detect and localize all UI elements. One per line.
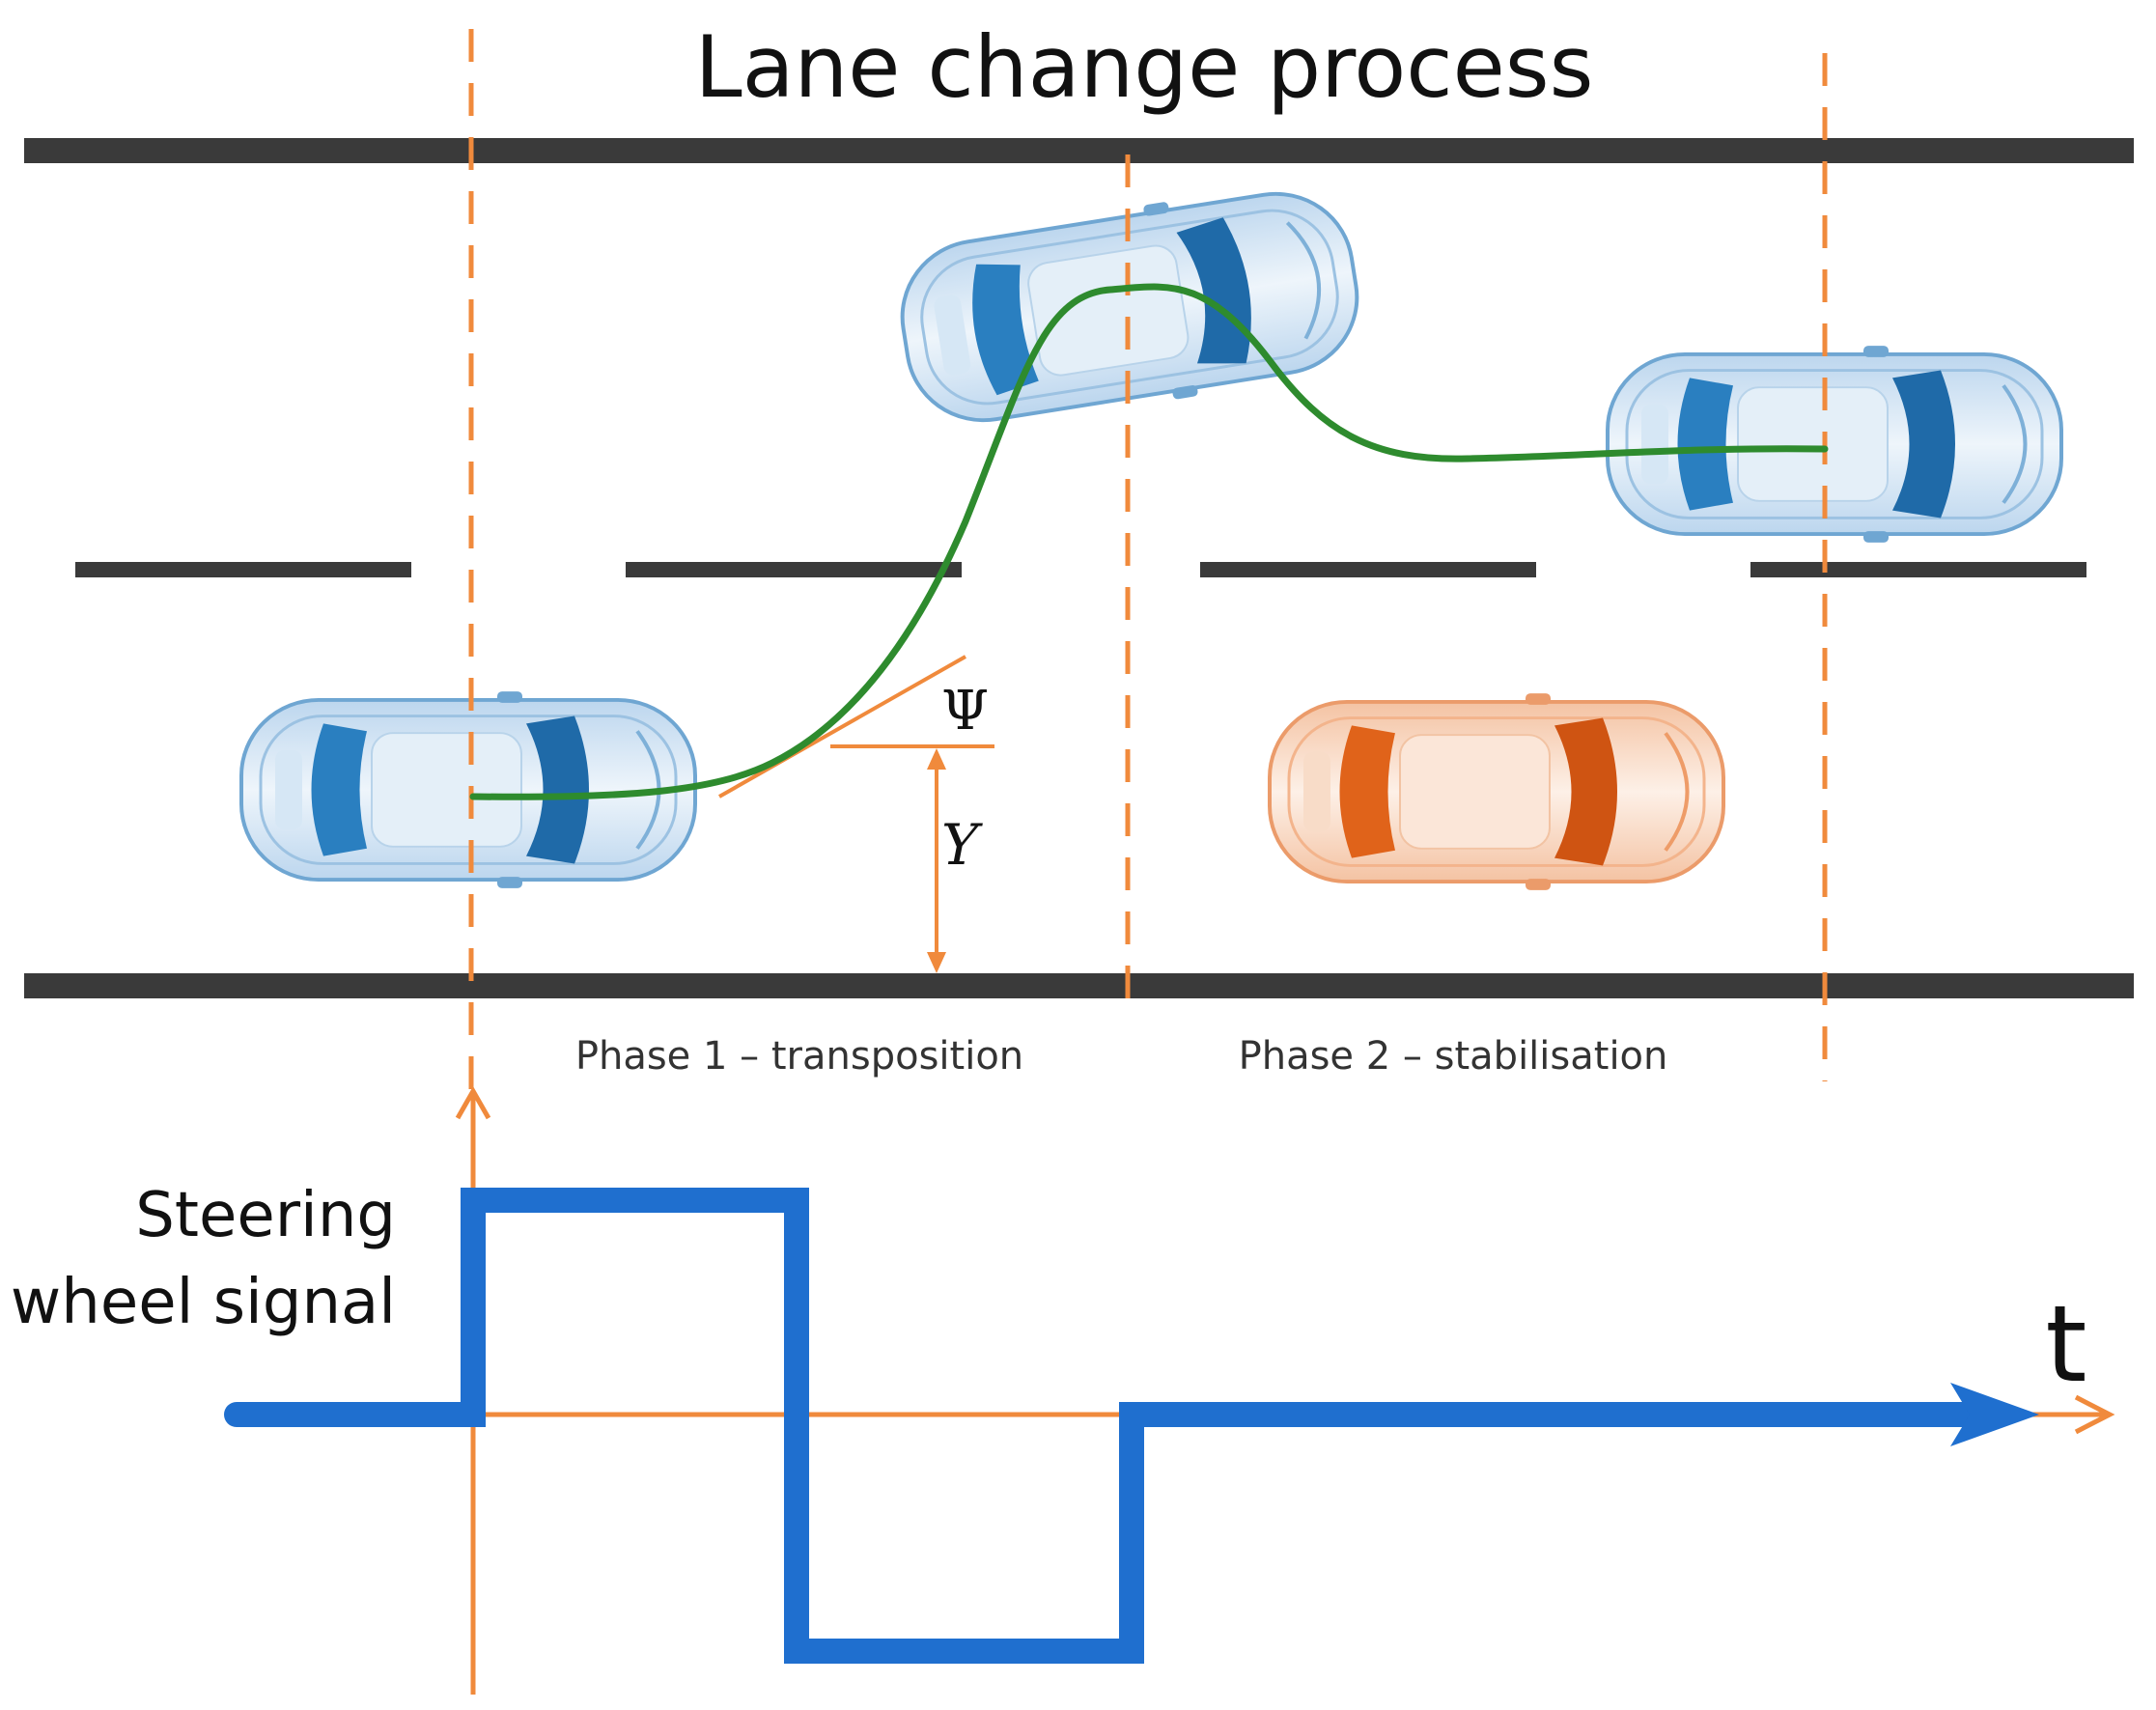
ego-car-start-icon [239, 689, 697, 890]
signal-label-line2: wheel signal [11, 1267, 396, 1338]
signal-label-line1: Steering [135, 1180, 396, 1251]
phase-1-label: Phase 1 – transposition [575, 1034, 1023, 1079]
arrow-head-down [927, 952, 946, 973]
time-axis-label: t [2045, 1282, 2086, 1406]
lane-divider [75, 562, 2086, 577]
vertical-axis-arrow [455, 1085, 491, 1120]
steering-signal-line [224, 1188, 1982, 1664]
lane-dash [1200, 562, 1536, 577]
angle-annotation [718, 655, 994, 973]
road-bottom-edge [24, 973, 2134, 998]
lane-dash [626, 562, 962, 577]
heading-angle-symbol: Ψ [941, 680, 989, 743]
signal-axes [455, 1085, 2115, 1695]
arrow-head-up [927, 748, 946, 770]
phase-boundaries [468, 29, 1828, 1101]
obstacle-car-icon [1268, 691, 1725, 892]
lane-dash [75, 562, 411, 577]
time-axis-arrow [2074, 1394, 2115, 1435]
phase-2-label: Phase 2 – stabilisation [1239, 1034, 1668, 1079]
tangent-line [718, 655, 966, 799]
ego-car-end-icon [1606, 344, 2063, 545]
vehicle-trajectory [469, 283, 1829, 800]
road [24, 138, 2134, 998]
steering-signal-arrowhead [1950, 1383, 2039, 1446]
lane-dash [1750, 562, 2086, 577]
diagram-title: Lane change process [695, 17, 1594, 117]
road-top-edge [24, 138, 2134, 163]
lateral-offset-symbol: Y [941, 812, 983, 878]
